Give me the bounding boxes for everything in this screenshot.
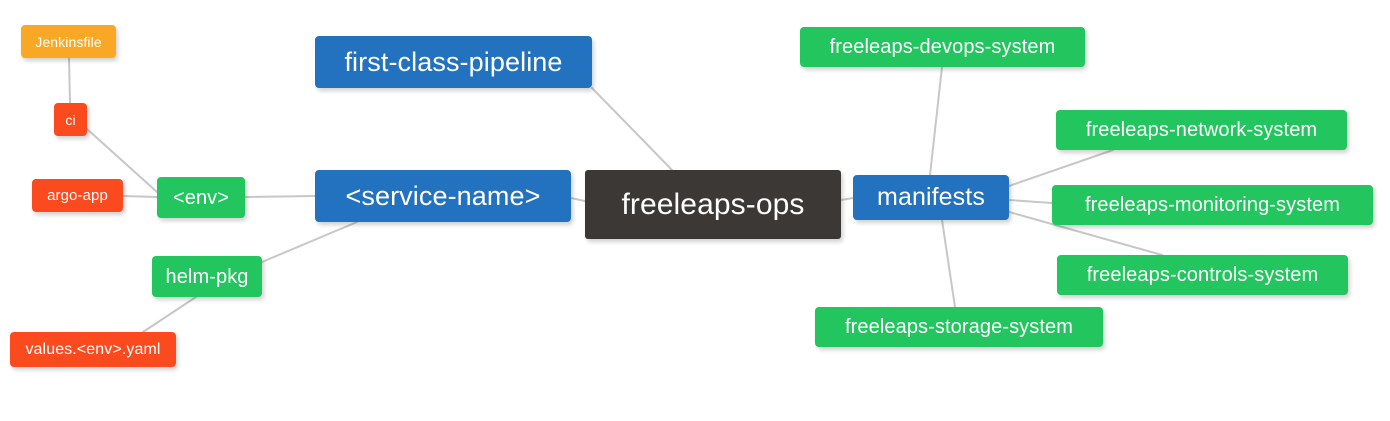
edge-first-class-pipeline-to-freeleaps-ops	[591, 87, 673, 171]
edge-values-env-yaml-to-helm-pkg	[142, 296, 197, 333]
node-service-name[interactable]: <service-name>	[315, 170, 571, 222]
node-values-env-yaml[interactable]: values.<env>.yaml	[10, 332, 176, 367]
edge-env-to-service-name	[244, 195, 316, 198]
edge-manifests-to-freeleaps-controls-system	[1008, 211, 1163, 256]
edge-argo-app-to-env	[122, 195, 158, 198]
node-jenkinsfile[interactable]: Jenkinsfile	[21, 25, 116, 58]
edge-manifests-to-freeleaps-monitoring-system	[1008, 199, 1053, 204]
node-freeleaps-devops-system[interactable]: freeleaps-devops-system	[800, 27, 1085, 67]
node-ci[interactable]: ci	[54, 103, 87, 136]
node-freeleaps-monitoring-system[interactable]: freeleaps-monitoring-system	[1052, 185, 1373, 225]
edge-manifests-to-freeleaps-storage-system	[941, 219, 956, 308]
node-argo-app[interactable]: argo-app	[32, 179, 123, 212]
node-first-class-pipeline[interactable]: first-class-pipeline	[315, 36, 592, 88]
node-manifests[interactable]: manifests	[853, 175, 1009, 220]
node-freeleaps-ops[interactable]: freeleaps-ops	[585, 170, 841, 239]
edge-helm-pkg-to-service-name	[261, 221, 358, 263]
edge-ci-to-env	[86, 128, 158, 193]
edge-manifests-to-freeleaps-devops-system	[929, 66, 943, 176]
node-env[interactable]: <env>	[157, 177, 245, 218]
node-freeleaps-storage-system[interactable]: freeleaps-storage-system	[815, 307, 1103, 347]
edge-manifests-to-freeleaps-network-system	[1008, 149, 1114, 187]
node-helm-pkg[interactable]: helm-pkg	[152, 256, 262, 297]
node-freeleaps-network-system[interactable]: freeleaps-network-system	[1056, 110, 1347, 150]
edge-jenkinsfile-to-ci	[68, 57, 71, 104]
node-freeleaps-controls-system[interactable]: freeleaps-controls-system	[1057, 255, 1348, 295]
edge-freeleaps-ops-to-manifests	[840, 197, 854, 201]
edge-service-name-to-freeleaps-ops	[570, 197, 586, 202]
